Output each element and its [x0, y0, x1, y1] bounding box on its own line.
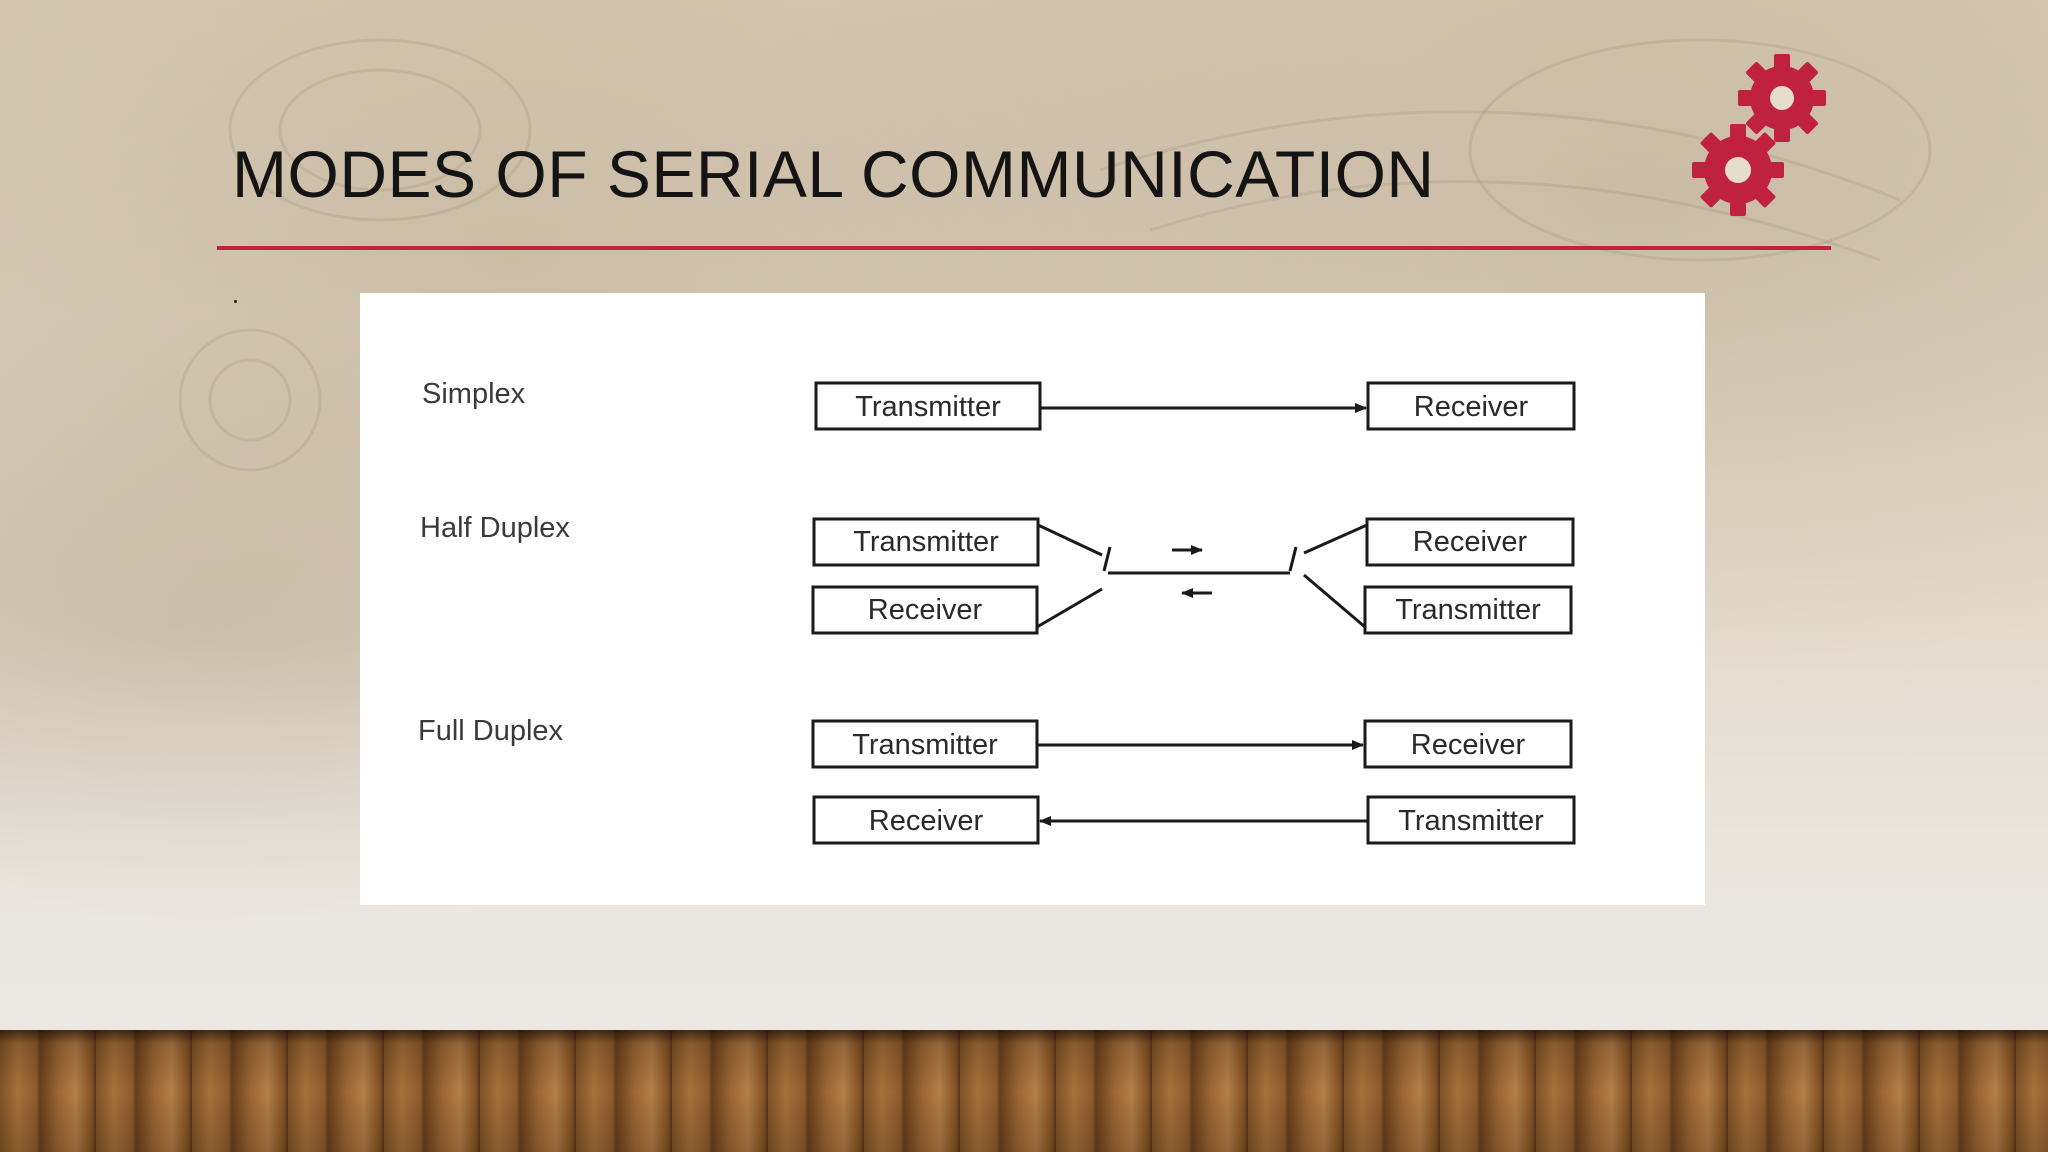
- half-duplex-receiver-left-label: Receiver: [868, 594, 983, 626]
- full-duplex-transmitter-right-label: Transmitter: [1398, 805, 1544, 837]
- half-duplex-transmitter-right-label: Transmitter: [1395, 594, 1541, 626]
- background-ornament: [178, 38, 1932, 472]
- simplex-receiver-label: Receiver: [1414, 391, 1529, 423]
- full-duplex-receiver-right-label: Receiver: [1411, 729, 1526, 761]
- diagram-panel: Simplex Transmitter Receiver Half Duplex…: [360, 293, 1705, 905]
- mode-label-full-duplex: Full Duplex: [418, 715, 564, 747]
- mode-label-simplex: Simplex: [422, 378, 526, 410]
- half-duplex-left-bottom-box: Receiver: [811, 585, 1039, 635]
- mode-label-half-duplex: Half Duplex: [420, 512, 570, 544]
- half-duplex-transmitter-left-label: Transmitter: [853, 526, 999, 558]
- simplex-transmitter-label: Transmitter: [855, 391, 1001, 423]
- half-duplex-switch-wiring: [1036, 523, 1368, 629]
- bullet-dot: [234, 300, 237, 303]
- full-duplex-transmitter-left-label: Transmitter: [852, 729, 998, 761]
- full-duplex-right-top-box: Receiver: [1363, 719, 1573, 769]
- wood-floor: [0, 1030, 2048, 1152]
- full-duplex-receiver-left-label: Receiver: [869, 805, 984, 837]
- half-duplex-receiver-right-label: Receiver: [1413, 526, 1528, 558]
- simplex-right-box: Receiver: [1366, 381, 1576, 431]
- half-duplex-right-bottom-box: Transmitter: [1363, 585, 1573, 635]
- simplex-left-box: Transmitter: [814, 381, 1042, 431]
- slide-title: MODES OF SERIAL COMMUNICATION: [232, 137, 1435, 211]
- serial-modes-diagram: Simplex Transmitter Receiver Half Duplex…: [418, 378, 1576, 845]
- wood-floor-shade: [0, 1030, 2048, 1152]
- full-duplex-right-bottom-box: Transmitter: [1366, 795, 1576, 845]
- half-duplex-right-top-box: Receiver: [1365, 517, 1575, 567]
- gears-icon: [1692, 54, 1826, 216]
- half-duplex-left-top-box: Transmitter: [812, 517, 1040, 567]
- full-duplex-left-top-box: Transmitter: [811, 719, 1039, 769]
- title-underline: [217, 246, 1831, 250]
- full-duplex-left-bottom-box: Receiver: [812, 795, 1040, 845]
